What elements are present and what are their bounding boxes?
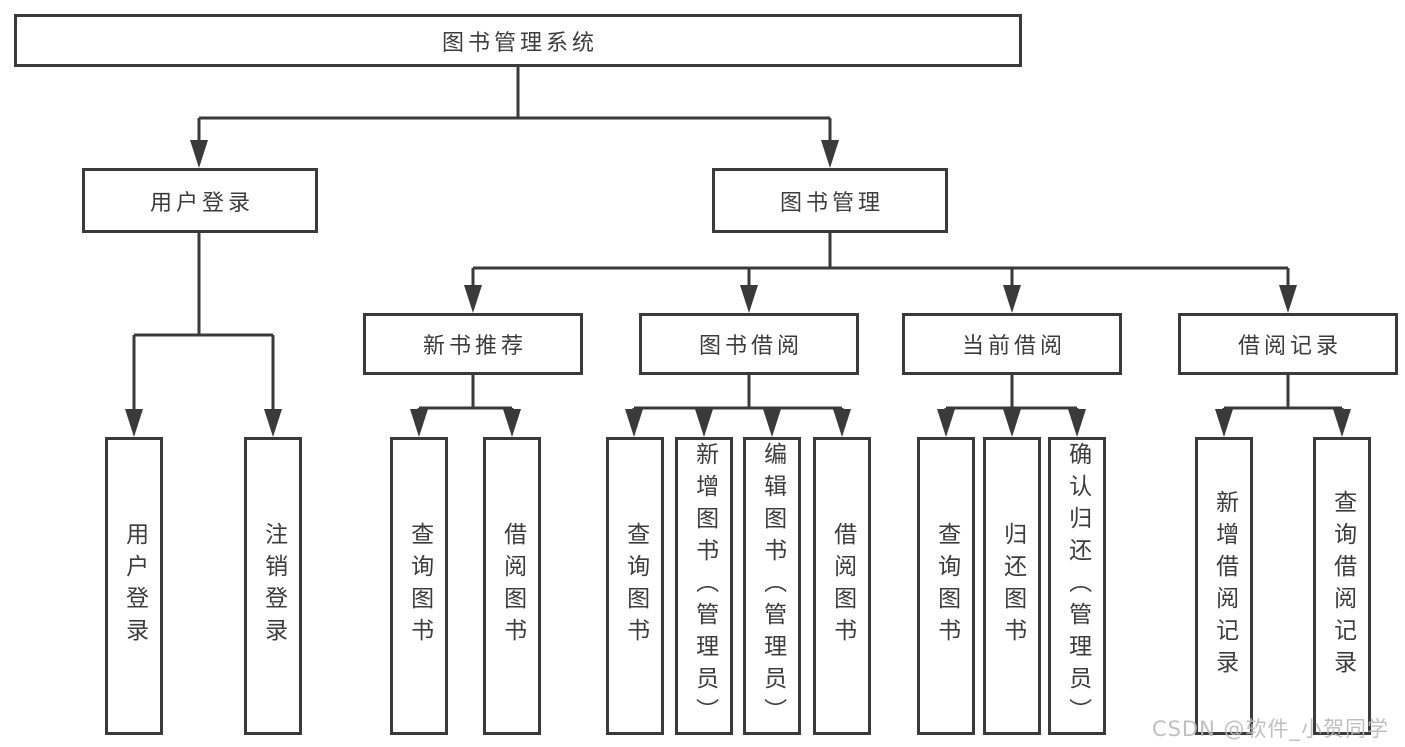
- csdn-watermark: CSDN @软件_小贺同学: [1151, 717, 1389, 741]
- box-book-management-label: 图书管理: [779, 190, 884, 216]
- box-borrow-records: 借阅记录: [1178, 313, 1398, 375]
- leaf-query-books-recommend-label: 查询图书: [406, 522, 433, 650]
- leaf-query-books-current: 查询图书: [917, 437, 975, 735]
- leaf-query-borrow-record-label: 查询借阅记录: [1329, 490, 1356, 682]
- box-current-borrow-label: 当前借阅: [961, 334, 1066, 359]
- leaf-confirm-return-admin: 确认归还（管理员）: [1048, 437, 1106, 735]
- leaf-query-borrow-record: 查询借阅记录: [1313, 437, 1371, 735]
- leaf-edit-book-admin: 编辑图书（管理员）: [743, 437, 801, 735]
- box-user-login: 用户登录: [82, 168, 318, 233]
- leaf-borrow-books-recommend-label: 借阅图书: [499, 522, 526, 650]
- leaf-query-books-current-label: 查询图书: [933, 522, 960, 650]
- leaf-return-books: 归还图书: [983, 437, 1041, 735]
- root-box-library-system: 图书管理系统: [14, 14, 1022, 67]
- leaf-query-books-recommend: 查询图书: [390, 437, 448, 735]
- leaf-return-books-label: 归还图书: [999, 522, 1026, 650]
- leaf-add-borrow-record-label: 新增借阅记录: [1211, 490, 1238, 682]
- box-user-login-label: 用户登录: [149, 190, 254, 216]
- leaf-add-book-admin-label: 新增图书（管理员）: [691, 442, 718, 730]
- leaf-logout-label: 注销登录: [260, 522, 287, 650]
- leaf-add-book-admin: 新增图书（管理员）: [675, 437, 733, 735]
- box-book-borrow-label: 图书借阅: [698, 334, 803, 359]
- leaf-logout: 注销登录: [244, 437, 302, 735]
- leaf-add-borrow-record: 新增借阅记录: [1195, 437, 1253, 735]
- leaf-user-login-label: 用户登录: [121, 522, 148, 650]
- leaf-borrow-books-recommend: 借阅图书: [483, 437, 541, 735]
- leaf-query-books-borrow: 查询图书: [606, 437, 664, 735]
- leaf-confirm-return-admin-label: 确认归还（管理员）: [1064, 442, 1091, 730]
- root-label: 图书管理系统: [441, 30, 598, 56]
- leaf-edit-book-admin-label: 编辑图书（管理员）: [759, 442, 786, 730]
- box-new-book-recommend: 新书推荐: [363, 313, 583, 375]
- leaf-borrow-books-label: 借阅图书: [829, 522, 856, 650]
- box-current-borrow: 当前借阅: [902, 313, 1122, 375]
- leaf-user-login: 用户登录: [105, 437, 163, 735]
- leaf-borrow-books: 借阅图书: [813, 437, 871, 735]
- box-borrow-records-label: 借阅记录: [1237, 334, 1342, 359]
- leaf-query-books-borrow-label: 查询图书: [622, 522, 649, 650]
- box-new-book-recommend-label: 新书推荐: [422, 334, 527, 359]
- box-book-borrow: 图书借阅: [639, 313, 859, 375]
- box-book-management: 图书管理: [712, 168, 948, 233]
